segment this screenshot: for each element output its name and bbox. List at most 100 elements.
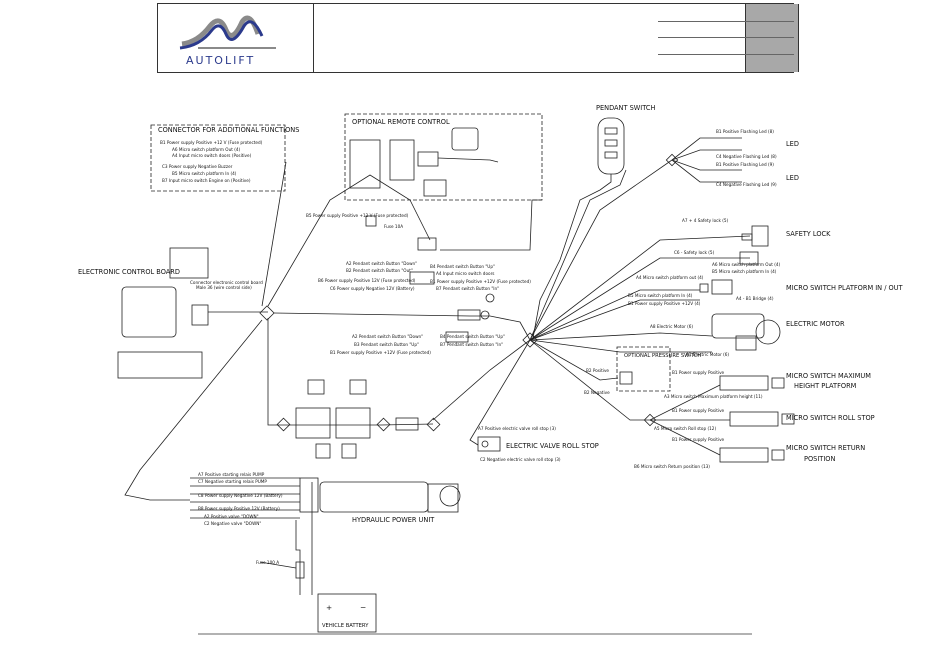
fuse-relay <box>417 237 437 251</box>
junction-led <box>665 153 679 167</box>
gray-cell <box>746 4 799 72</box>
junction-ms <box>643 413 657 427</box>
label: B1 Power supply Positive +12V (4) <box>628 301 701 306</box>
title-area <box>313 4 746 72</box>
wire-up <box>267 174 431 307</box>
wire-connector <box>261 161 287 307</box>
label: B7 Pendant switch Button "In" <box>440 342 503 347</box>
wire-motor2 <box>529 339 712 353</box>
label: B2 Pendant switch Button "Out" <box>346 268 413 273</box>
valve-roll-stop <box>477 436 501 452</box>
label: B7 Input micro switch Engine on (Positiv… <box>162 178 251 183</box>
led-label-2: LED <box>786 174 799 182</box>
optional-pressure-box <box>616 346 671 392</box>
logo-box: AUTOLIFT <box>158 4 314 72</box>
ecu-bottom-connector <box>117 351 203 379</box>
motor-label: ELECTRIC MOTOR <box>786 320 845 328</box>
pressure-title: OPTIONAL PRESSURE SWITCH <box>624 353 701 359</box>
battery-plus: + <box>326 603 332 612</box>
label: A2 Pendant switch Button "Down" <box>346 261 417 266</box>
label: A5 Micro switch Roll stop (12) <box>654 426 716 431</box>
autolift-logo-icon <box>179 15 276 50</box>
ms-return-body <box>719 447 769 463</box>
mid-connector <box>457 309 481 321</box>
label: A8 Electric Motor (6) <box>650 324 693 329</box>
pendant-switch-title: PENDANT SWITCH <box>596 104 655 112</box>
wire-ms1 <box>529 289 700 341</box>
title-block: AUTOLIFT <box>157 3 799 73</box>
label: B2 Positive <box>586 368 609 373</box>
label: B3 Pendant switch Button "Up" <box>354 342 419 347</box>
title-rule <box>658 54 794 55</box>
hpu-title: HYDRAULIC POWER UNIT <box>352 516 435 524</box>
safety-lock-body <box>751 225 769 247</box>
wire-led2 <box>671 159 742 171</box>
label: Male 36 (wire control side) <box>196 285 252 290</box>
ecu-title: ELECTRONIC CONTROL BOARD <box>78 268 180 276</box>
label: Fuse 100 A <box>256 560 279 565</box>
label: C4 Negative Flashing Led (8) <box>716 154 777 159</box>
remote-plug <box>423 179 447 197</box>
label: B8 Power supply Positive 12V (Battery) <box>198 506 280 511</box>
label: B7 Pendant switch Button "In" <box>436 286 499 291</box>
connector-additional-title: CONNECTOR FOR ADDITIONAL FUNCTIONS <box>158 126 299 134</box>
label: C6 - Safety lock (5) <box>674 250 715 255</box>
label: C2 Negative valve "DOWN" <box>204 521 261 526</box>
optional-remote-box <box>344 113 543 201</box>
label: B4 Pendant switch Button "Up" <box>440 334 505 339</box>
safety-lock-label: SAFETY LOCK <box>786 230 831 238</box>
label: C2 Negative electric valve roll stop (3) <box>480 457 561 462</box>
junction-a <box>276 417 291 432</box>
vehicle-battery-body <box>317 593 377 633</box>
remote-receiver <box>389 139 415 181</box>
label: C3 Power supply Negative Buzzer <box>162 164 233 169</box>
ms-return-label-1: MICRO SWITCH RETURN <box>786 444 865 452</box>
label: B1 Power supply Positive <box>672 408 725 413</box>
label: B5 Micro switch platform In (4) <box>712 269 777 274</box>
title-rule <box>658 37 794 38</box>
ecu-connector-top <box>169 247 209 279</box>
remote-board <box>349 139 381 189</box>
label: A6 Micro switch platform Out (4) <box>172 147 241 152</box>
wire-safety2 <box>529 257 750 341</box>
wire-ms2 <box>529 299 700 341</box>
label: B2 Negative <box>584 390 610 395</box>
label: C6 Power supply Negative 12V (Battery) <box>330 286 415 291</box>
junction-ecu <box>259 305 275 321</box>
wire-jb <box>285 423 434 426</box>
brand-name: AUTOLIFT <box>186 54 256 67</box>
title-rule <box>658 21 794 22</box>
electric-motor-body <box>711 313 765 339</box>
label: B1 Positive Flashing Led (9) <box>716 162 774 167</box>
wire-rp <box>649 419 721 456</box>
wire-main-right <box>273 312 531 341</box>
label: A7 Positive starting relais PUMP <box>198 472 265 477</box>
led-label-1: LED <box>786 140 799 148</box>
label: A1 Electric Motor (6) <box>686 352 729 357</box>
ms-roll-stop-body <box>729 411 779 427</box>
wire-center <box>432 339 531 421</box>
wire-led2b <box>671 159 742 183</box>
wire-pendant <box>529 169 627 341</box>
wire-hpu <box>124 319 263 501</box>
ms-platform-body <box>711 279 733 295</box>
ms-return-label-2: POSITION <box>804 455 835 463</box>
label: A3 Micro switch Maximum platform height … <box>664 394 763 399</box>
ecu-side-plug <box>191 304 209 326</box>
label: B1 Power supply Positive +12V (Fuse prot… <box>330 350 431 355</box>
hydraulic-power-unit-body <box>319 481 429 513</box>
ms-platform-label: MICRO SWITCH PLATFORM IN / OUT <box>786 284 904 292</box>
label: A7 + 4 Safety lock (5) <box>682 218 729 223</box>
wire-press <box>529 339 619 381</box>
wire-remote <box>440 199 542 251</box>
label: C7 Negative starting relais PUMP <box>198 479 267 484</box>
label: B5 Power supply Positive +12 V (Fuse pro… <box>306 213 409 218</box>
label: B5 Micro switch platform In (4) <box>172 171 237 176</box>
remote-key <box>451 127 479 151</box>
ms-max-height-body <box>719 375 769 391</box>
label: B6 Micro switch Return position (13) <box>634 464 710 469</box>
ms-roll-stop-label: MICRO SWITCH ROLL STOP <box>786 414 875 422</box>
wire-led <box>529 159 673 341</box>
label: A7 Positive electric valve roll stop (3) <box>478 426 556 431</box>
